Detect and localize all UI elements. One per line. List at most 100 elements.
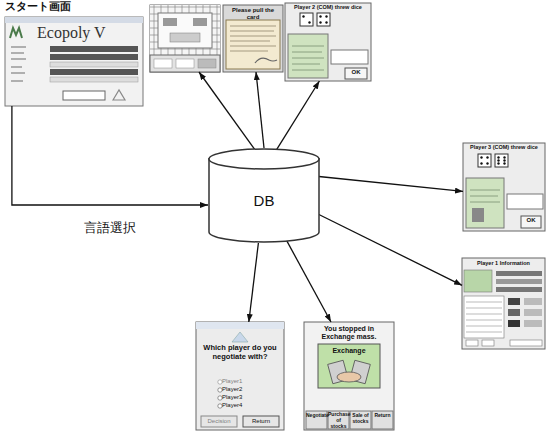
- dialog-title: Player 2 (COM) threw dice: [287, 4, 369, 10]
- start-screen-window-part: [11, 47, 26, 81]
- card-screenshot-part: [226, 20, 280, 69]
- dice-screen: Player 3 (COM) threw diceOK: [463, 143, 545, 231]
- dice-screenshot-part: [331, 50, 368, 64]
- board-screenshot-part: [198, 59, 216, 68]
- start-screen-window-part: [5, 17, 143, 23]
- exchange-dialog-screenshot-part: [304, 322, 394, 430]
- radio-option: Player2: [222, 386, 272, 393]
- dice-screenshot-part: [503, 156, 505, 158]
- dice-screenshot-part: [521, 216, 541, 228]
- card-screen: Please pull the card: [223, 5, 283, 72]
- dialog-title: You stopped in Exchange mass.: [307, 325, 391, 341]
- button-label: Decision: [201, 418, 237, 425]
- dice-screenshot-part: [503, 162, 505, 164]
- negotiate-dialog-screenshot-part: [201, 416, 237, 427]
- information-screen: Player 1 Information: [462, 258, 545, 349]
- button-label: OK: [521, 217, 541, 224]
- dialog-question: Which player do you negotiate with?: [200, 344, 280, 361]
- information-screenshot-part: [466, 302, 502, 332]
- start-screen-window-part: [50, 77, 138, 82]
- dice-screenshot-part: [288, 34, 328, 78]
- exchange-dialog-screenshot: [304, 322, 394, 430]
- exchange-dialog-screenshot-part: [328, 411, 349, 429]
- information-screenshot-part: [508, 298, 520, 305]
- card-screenshot: [223, 5, 283, 72]
- screen-heading: スタート画面: [5, 1, 125, 14]
- database-cylinder: DB: [208, 148, 320, 243]
- card-screenshot-part: [255, 58, 277, 63]
- dice-screenshot-part: [486, 162, 488, 164]
- dice-screenshot-part: [325, 21, 327, 23]
- arrow-connector: [249, 243, 259, 322]
- negotiate-dialog-screenshot-part: [218, 404, 222, 408]
- dice-screenshot-part: [345, 68, 367, 79]
- dice-screenshot-part: [317, 13, 330, 26]
- dice-screenshot-part: [292, 46, 324, 70]
- dice-screenshot-part: [308, 21, 310, 23]
- dice-screenshot-part: [466, 178, 504, 228]
- dice-screenshot-part: [478, 154, 491, 167]
- information-screenshot-part: [482, 340, 494, 346]
- arrow-connector: [275, 81, 319, 152]
- dialog-title: Player 1 Information: [464, 260, 543, 266]
- arrow-connector: [319, 177, 463, 192]
- dice-screenshot-part: [497, 162, 499, 164]
- button-label: Return: [243, 418, 279, 425]
- board-screenshot-part: [170, 33, 200, 42]
- button-label: Purchase of stocks: [328, 412, 349, 429]
- start-screen-window-part: [50, 62, 138, 67]
- panel-title: Exchange: [318, 347, 380, 355]
- information-screenshot: [462, 258, 545, 349]
- exchange-dialog-screenshot-part: [350, 411, 371, 429]
- information-screenshot-part: [496, 271, 542, 276]
- arrow-connector: [286, 240, 331, 322]
- dice-screenshot-part: [285, 3, 371, 81]
- dice-screenshot-part: [503, 159, 505, 161]
- dice-screenshot-part: [319, 15, 321, 17]
- start-screen-window-part: [50, 46, 138, 52]
- negotiate-dialog-screenshot-part: [218, 396, 222, 400]
- negotiate-dialog: Which player do you negotiate with? Playe…: [196, 322, 284, 430]
- button-label: Negotiate: [306, 413, 327, 419]
- start-screen-window-part: [5, 17, 143, 106]
- dice-screenshot-part: [319, 21, 321, 23]
- information-screenshot-part: [462, 258, 545, 349]
- exchange-dialog-screenshot-part: [306, 411, 327, 429]
- dice-screenshot-part: [497, 156, 499, 158]
- information-screenshot-part: [496, 279, 542, 284]
- dice-screenshot-part: [507, 194, 543, 209]
- board-screenshot-part: [150, 5, 220, 55]
- arrow-connector: [199, 72, 255, 150]
- exchange-dialog-screenshot-part: [318, 344, 380, 388]
- arrow-connector: [319, 215, 462, 286]
- board-screenshot-part: [158, 13, 212, 48]
- dice-screenshot-part: [486, 156, 488, 158]
- board-screenshot-part: [150, 5, 220, 72]
- start-screen-window-part: [113, 90, 125, 100]
- negotiate-dialog-screenshot-part: [243, 416, 279, 427]
- dice-screenshot-part: [472, 208, 484, 222]
- start-screen-window-part: [10, 28, 22, 38]
- information-screenshot-part: [464, 296, 504, 338]
- dice-screenshot-part: [480, 156, 482, 158]
- dice-screenshot-part: [470, 190, 500, 202]
- board-screenshot: [150, 5, 220, 72]
- information-screenshot-part: [464, 270, 492, 292]
- negotiate-dialog-screenshot-part: [218, 380, 222, 384]
- database-label: DB: [208, 192, 320, 209]
- dice-screen: Player 2 (COM) threw diceOK: [285, 3, 371, 81]
- arrow-connector: [256, 72, 264, 148]
- button-label: Sale of stocks: [350, 413, 371, 425]
- information-screenshot-part: [524, 309, 542, 316]
- edge-label: 言語選択: [82, 219, 138, 237]
- dice-screenshot-part: [480, 162, 482, 164]
- dice-screenshot: [285, 3, 371, 81]
- start-screen-window-part: [50, 69, 138, 75]
- card-screenshot-part: [230, 26, 276, 51]
- dice-screenshot-part: [495, 154, 508, 167]
- exchange-dialog: You stopped in Exchange mass. ExchangeNeg…: [304, 322, 394, 430]
- start-screen: スタート画面Ecopoly V: [5, 17, 143, 106]
- negotiate-dialog-screenshot-part: [232, 332, 248, 342]
- card-screenshot-part: [223, 5, 283, 72]
- information-screenshot-part: [510, 340, 542, 346]
